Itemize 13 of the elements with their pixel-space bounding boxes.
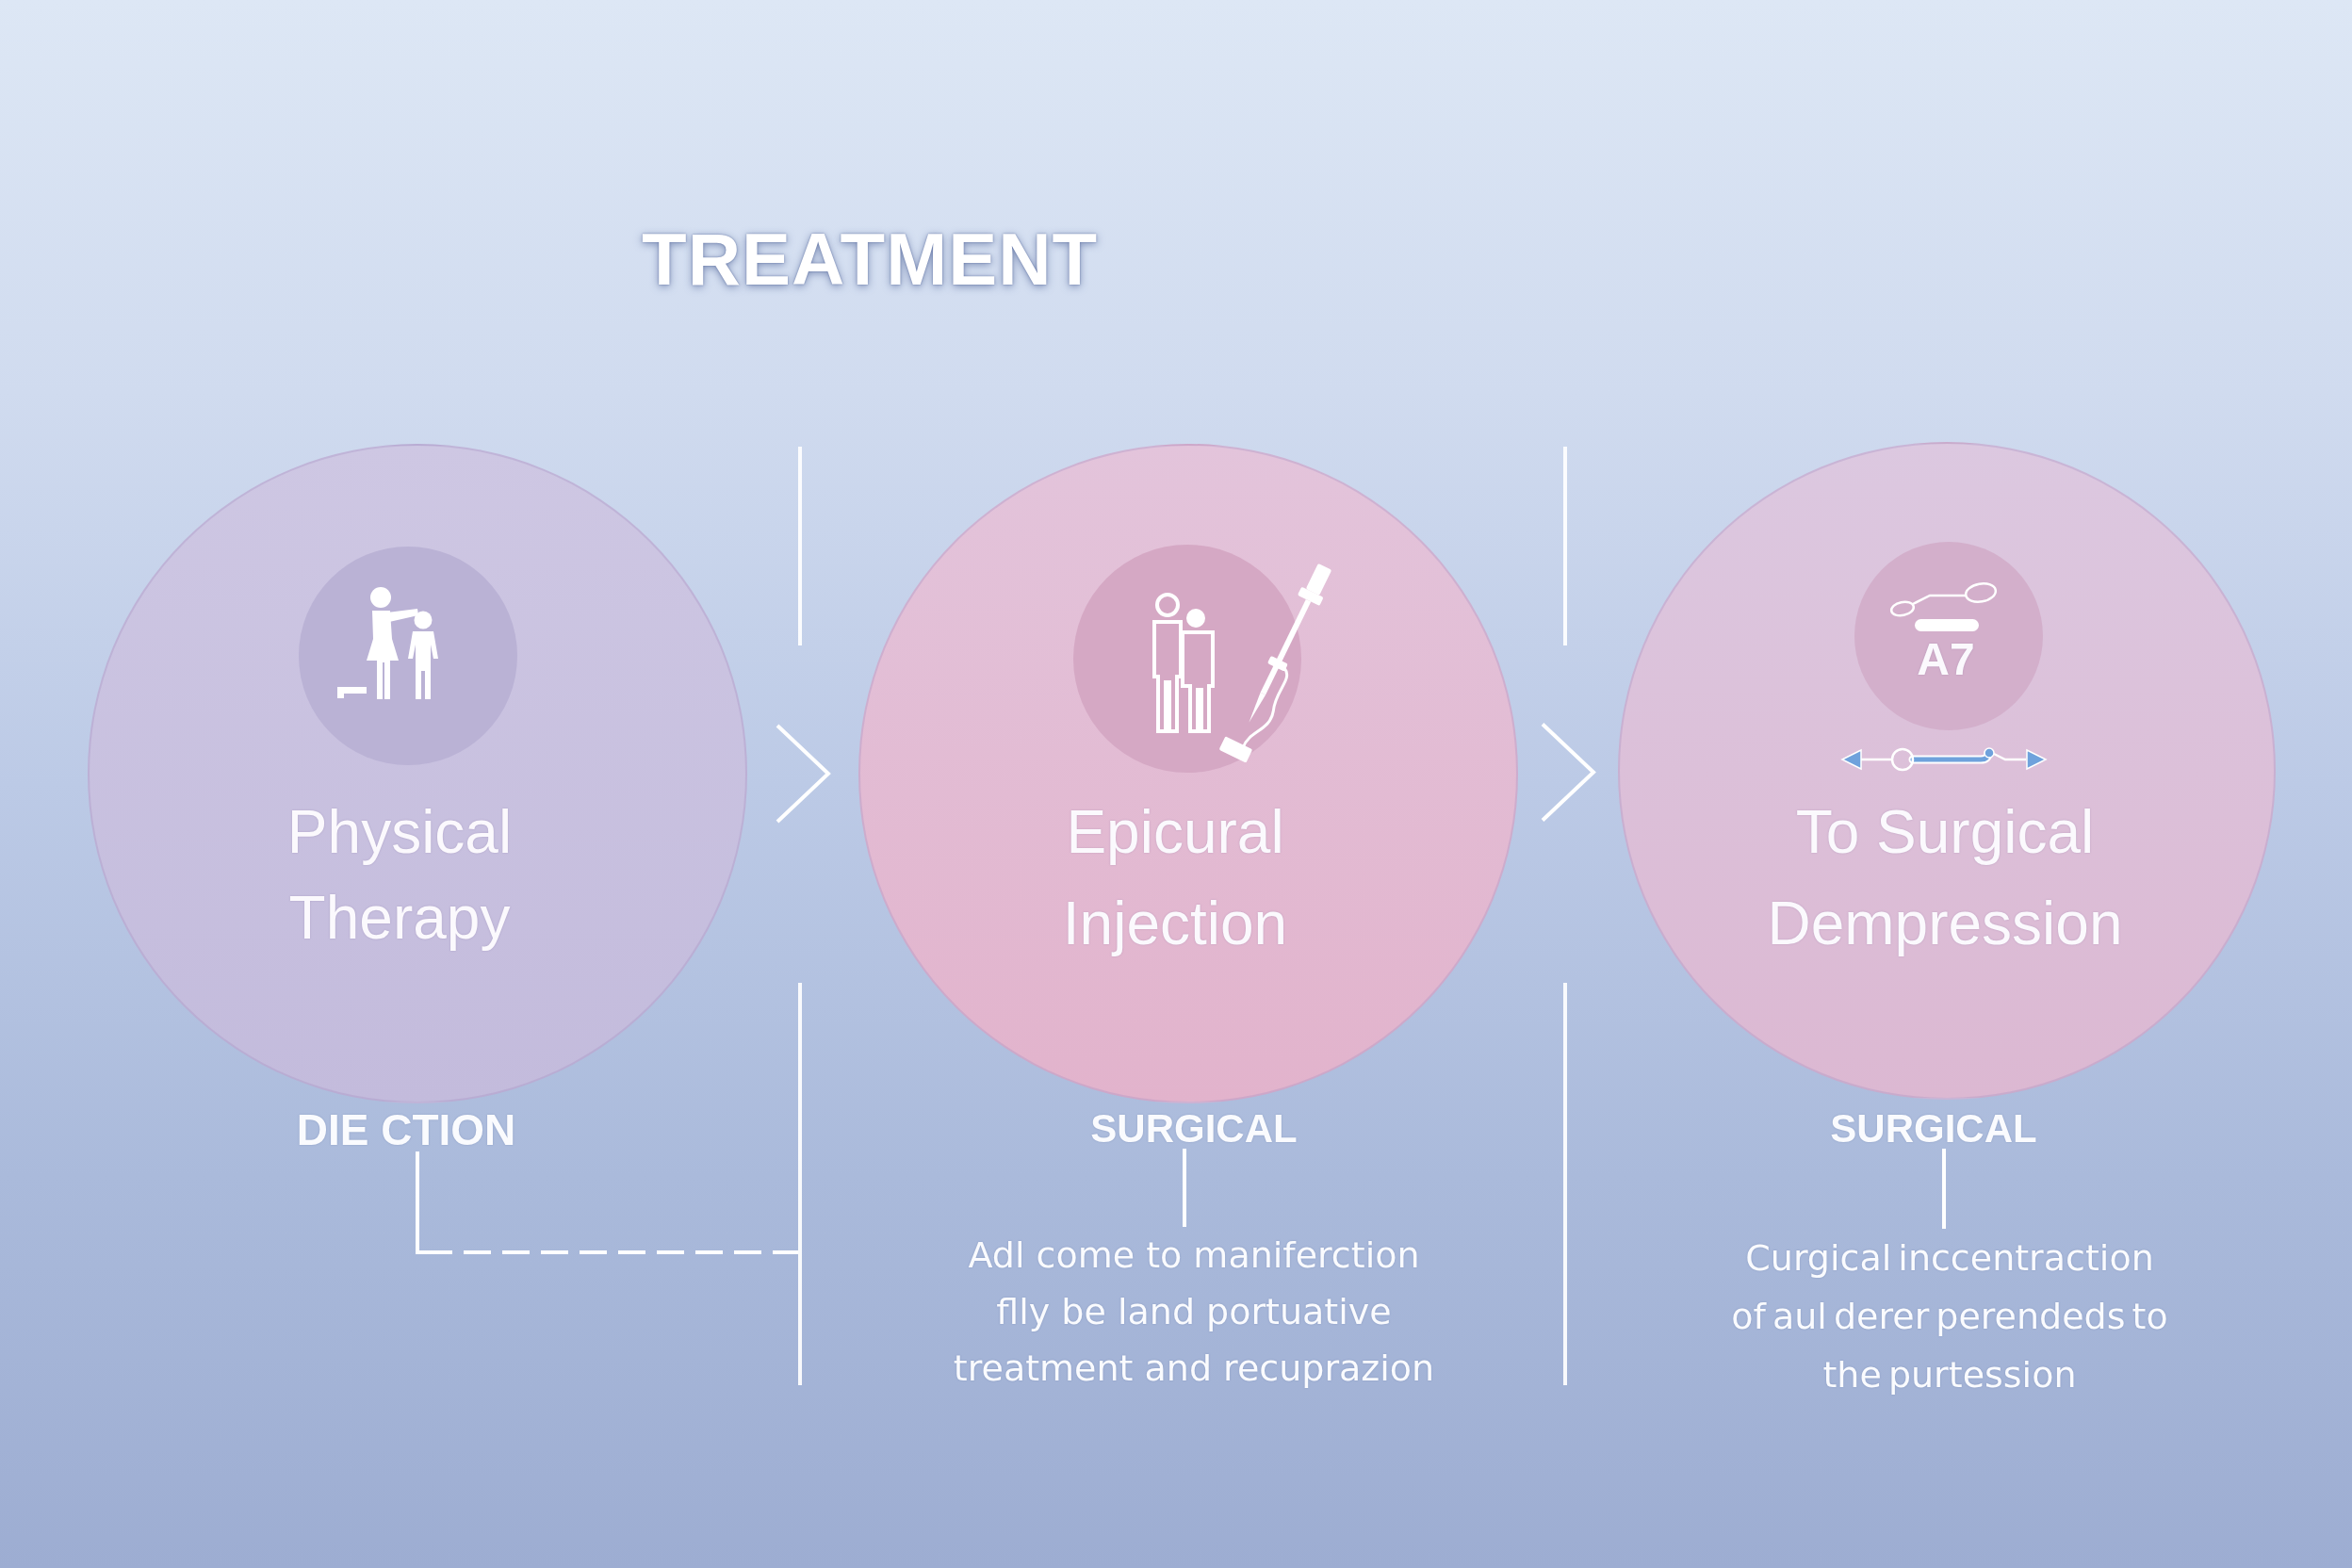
description-text: Curgical inccentraction of aul derer perendeds to the purtession	[1728, 1229, 2171, 1404]
stage-title: Epicural Injection	[1061, 797, 1289, 959]
dashed-leader-line	[416, 1152, 798, 1254]
diagram-title: TREATMENT	[642, 222, 1099, 296]
stage-title: To Surgical Dempression	[1766, 797, 2124, 959]
category-label: SURGICAL	[1090, 1109, 1298, 1149]
stage-title: Physical Therapy	[286, 797, 514, 954]
category-label: DIE CTION	[296, 1108, 516, 1152]
connector-line	[1942, 1149, 1946, 1229]
code-label: A7	[1917, 637, 1975, 682]
connector-line	[1183, 1149, 1186, 1227]
category-label: SURGICAL	[1830, 1109, 2037, 1149]
description-text: Adl come to maniferction flly be land portuative treatment and recuprazion	[950, 1227, 1438, 1396]
